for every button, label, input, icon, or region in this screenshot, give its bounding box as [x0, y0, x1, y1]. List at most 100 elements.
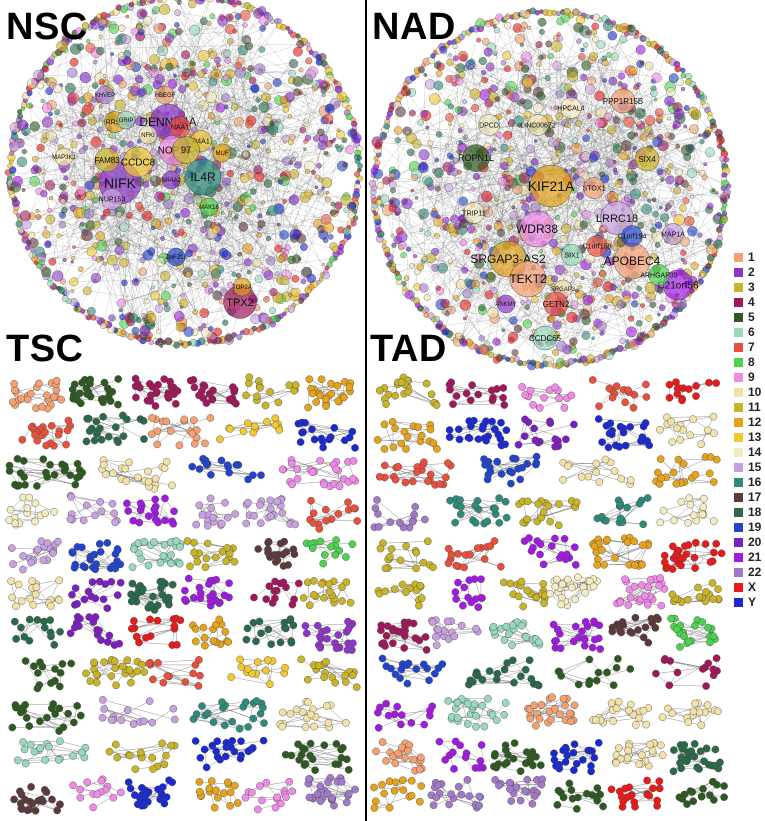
network-node	[148, 340, 154, 345]
network-node	[640, 303, 645, 308]
network-node	[672, 120, 681, 129]
network-node	[459, 239, 467, 246]
network-node	[269, 321, 276, 328]
network-node	[670, 315, 675, 320]
network-node	[188, 0, 197, 9]
network-node	[62, 258, 67, 263]
network-node	[96, 46, 105, 56]
network-node	[269, 307, 276, 314]
network-node	[257, 6, 267, 15]
network-edge	[105, 212, 216, 264]
network-node	[425, 125, 430, 130]
network-node	[576, 38, 582, 44]
cluster-node	[57, 395, 66, 404]
network-node	[282, 199, 287, 204]
cluster-node	[35, 379, 43, 388]
network-node	[86, 246, 97, 257]
network-node	[516, 99, 523, 106]
cluster-node	[128, 563, 137, 572]
cluster-node	[335, 482, 344, 491]
network-node	[215, 103, 226, 113]
network-edge	[57, 0, 175, 113]
cluster-node	[139, 417, 148, 425]
network-node	[244, 207, 253, 215]
network-node	[171, 229, 177, 235]
network-node	[689, 124, 699, 134]
cluster-node	[243, 419, 252, 428]
gene-label: C1orf158	[583, 243, 612, 250]
network-node	[424, 177, 434, 187]
gene-label: TEKT2	[509, 272, 547, 286]
network-node	[304, 286, 312, 294]
network-node	[350, 220, 357, 227]
network-node	[110, 52, 114, 56]
network-node	[35, 214, 42, 220]
network-node	[409, 263, 415, 269]
network-edge	[78, 196, 166, 277]
network-node	[119, 222, 129, 232]
cluster-node	[156, 559, 165, 567]
network-node	[445, 74, 454, 83]
network-edge	[143, 44, 301, 316]
network-edge	[50, 197, 152, 252]
network-node	[214, 57, 221, 64]
network-edge	[555, 65, 558, 108]
network-node	[567, 70, 579, 82]
network-node	[471, 104, 480, 113]
network-node	[45, 214, 56, 225]
network-node	[173, 311, 185, 322]
network-node	[519, 10, 527, 18]
network-edge	[60, 85, 81, 195]
network-node	[180, 292, 185, 298]
cluster-node	[244, 475, 252, 484]
network-node	[445, 223, 456, 233]
network-node	[664, 95, 675, 107]
network-node	[44, 240, 51, 247]
network-node	[160, 271, 171, 282]
network-node	[555, 11, 561, 17]
cluster-node	[5, 461, 14, 470]
network-node	[551, 9, 558, 16]
network-edge	[123, 4, 132, 263]
network-node	[77, 118, 87, 128]
gene-label: KIF21A	[528, 178, 575, 194]
network-node	[548, 206, 553, 212]
network-node	[304, 69, 316, 81]
network-node	[226, 38, 234, 45]
network-node	[445, 113, 454, 122]
network-node	[454, 106, 463, 114]
network-node	[255, 97, 261, 103]
network-node	[292, 151, 299, 158]
network-node	[257, 219, 266, 229]
network-node	[234, 116, 244, 127]
cluster-node	[353, 517, 362, 525]
cluster-node	[137, 555, 145, 563]
network-node	[318, 277, 324, 282]
gene-label: NR4A2	[161, 178, 181, 184]
cluster-node	[193, 558, 202, 566]
network-node	[250, 314, 260, 324]
network-node	[214, 72, 220, 78]
network-node	[230, 132, 235, 137]
cluster-node	[132, 393, 140, 402]
cluster-node	[209, 386, 217, 395]
network-node	[619, 337, 626, 345]
network-edge	[177, 12, 217, 104]
network-node	[145, 336, 151, 342]
cluster-node	[143, 396, 152, 405]
network-edge	[64, 93, 163, 196]
network-node	[401, 281, 407, 287]
network-node	[212, 66, 216, 70]
cluster-node	[327, 389, 336, 398]
cluster-node	[161, 516, 169, 525]
network-node	[555, 112, 564, 121]
network-node	[117, 298, 126, 308]
network-node	[651, 197, 657, 203]
network-node	[83, 208, 95, 219]
cluster-node	[9, 560, 17, 568]
cluster-node	[206, 414, 215, 422]
network-node	[9, 141, 20, 152]
network-node	[675, 143, 681, 149]
network-node	[265, 96, 270, 101]
network-node	[690, 109, 702, 120]
